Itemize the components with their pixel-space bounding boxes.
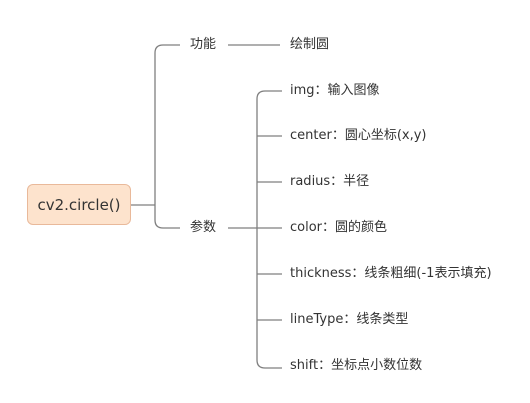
leaf-param-shift[interactable]: shift：坐标点小数位数: [290, 358, 423, 373]
branch-params-label[interactable]: 参数: [190, 220, 217, 235]
root-node[interactable]: cv2.circle(): [27, 184, 131, 225]
params-trunk-connector: [256, 99, 282, 369]
leaf-param-img[interactable]: img：输入图像: [290, 83, 380, 98]
leaf-param-color[interactable]: color：圆的颜色: [290, 220, 388, 235]
trunk-connector: [154, 44, 180, 229]
leaf-param-linetype[interactable]: lineType：线条类型: [290, 312, 409, 327]
branch-function-label[interactable]: 功能: [190, 37, 217, 52]
leaf-param-thickness[interactable]: thickness：线条粗细(-1表示填充): [290, 266, 492, 281]
leaf-draw-circle[interactable]: 绘制圆: [290, 37, 330, 52]
leaf-param-radius[interactable]: radius：半径: [290, 174, 370, 189]
leaf-param-center[interactable]: center：圆心坐标(x,y): [290, 128, 427, 143]
params-top-connector: [256, 90, 282, 100]
